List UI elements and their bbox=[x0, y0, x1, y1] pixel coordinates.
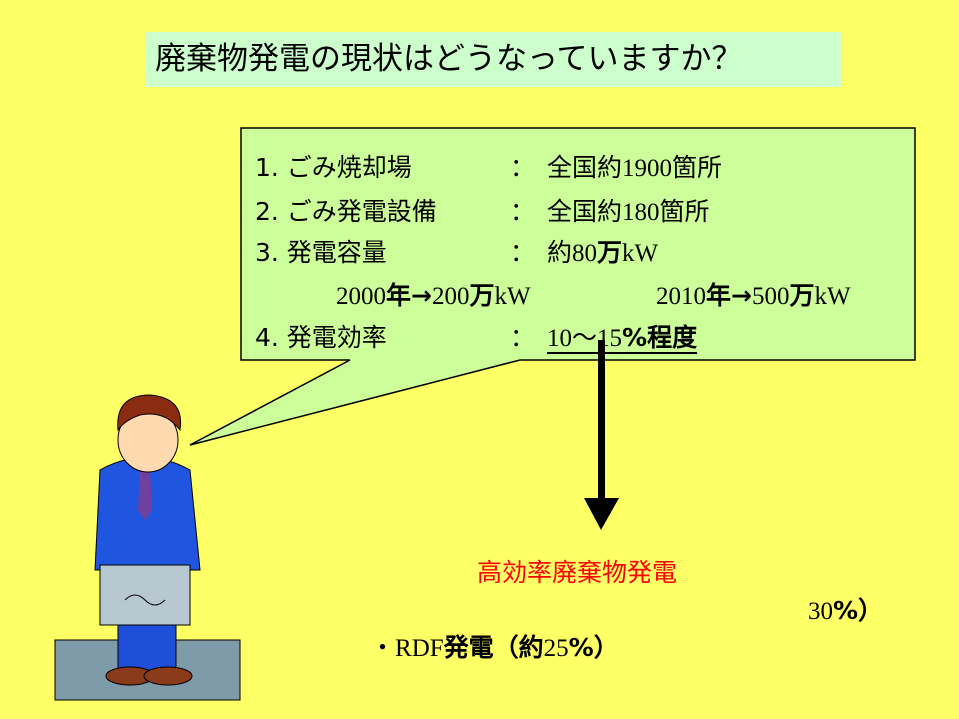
year-arrow: 年→ bbox=[386, 281, 432, 310]
value-suffix: 箇所 bbox=[672, 153, 723, 182]
value-number: 1900 bbox=[622, 155, 673, 182]
rdf-line: ・RDF発電（約25%） bbox=[370, 628, 619, 664]
item-label: 3. 発電容量 bbox=[255, 238, 387, 267]
rdf-label: 発電（約 bbox=[443, 633, 544, 662]
down-arrow-icon bbox=[584, 340, 619, 530]
speech-callout bbox=[189, 127, 916, 446]
value-unit: kW bbox=[622, 240, 659, 267]
high-efficiency-value: 30%） bbox=[808, 591, 883, 627]
page-title: 廃棄物発電の現状はどうなっていますか？ bbox=[145, 32, 842, 87]
forecast-value: 500 bbox=[751, 283, 790, 310]
item-label: 1. ごみ焼却場 bbox=[255, 153, 412, 182]
year-arrow: 年→ bbox=[706, 281, 752, 310]
rdf-value: 25 bbox=[543, 635, 569, 662]
item-label: 2. ごみ発電設備 bbox=[255, 197, 437, 226]
forecast-2010: 2010年→500万kW bbox=[656, 276, 851, 312]
item-label: 4. 発電効率 bbox=[255, 323, 387, 352]
unit: kW bbox=[494, 283, 531, 310]
forecast-2000: 2000年→200万kW bbox=[336, 276, 531, 312]
item-power-facilities: 2. ごみ発電設備 ： 全国約180箇所 bbox=[255, 192, 710, 228]
businessman-illustration bbox=[54, 394, 241, 701]
high-efficiency-label: 高効率廃棄物発電 bbox=[477, 558, 678, 587]
bullet: ・ bbox=[370, 633, 396, 662]
separator: ： bbox=[510, 197, 536, 226]
value-prefix: 全国約 bbox=[547, 153, 623, 182]
value-suffix: %程度 bbox=[622, 323, 698, 352]
separator: ： bbox=[510, 153, 536, 182]
percent: %） bbox=[568, 633, 619, 662]
value-suffix: 箇所 bbox=[659, 197, 710, 226]
value-number: 180 bbox=[622, 199, 660, 226]
forecast-value: 200 bbox=[431, 283, 470, 310]
item-capacity: 3. 発電容量 ： 約80万kW bbox=[255, 233, 658, 269]
separator: ： bbox=[510, 238, 536, 267]
item-efficiency: 4. 発電効率 ： 10〜15%程度 bbox=[255, 318, 697, 354]
year: 2010 bbox=[656, 283, 706, 310]
value-prefix: 約 bbox=[547, 238, 573, 267]
value-number: 80 bbox=[572, 240, 598, 267]
item-incinerators: 1. ごみ焼却場 ： 全国約1900箇所 bbox=[255, 148, 722, 184]
value-number: 30 bbox=[808, 598, 833, 625]
value-suffix: 万 bbox=[597, 238, 623, 267]
rdf-prefix: RDF bbox=[395, 635, 444, 662]
separator: ： bbox=[510, 323, 536, 352]
man-unit: 万 bbox=[469, 281, 495, 310]
year: 2000 bbox=[336, 283, 386, 310]
percent: %） bbox=[833, 596, 884, 625]
unit: kW bbox=[814, 283, 851, 310]
value-number: 10〜15 bbox=[547, 325, 623, 352]
value-prefix: 全国約 bbox=[547, 197, 623, 226]
man-unit: 万 bbox=[789, 281, 815, 310]
